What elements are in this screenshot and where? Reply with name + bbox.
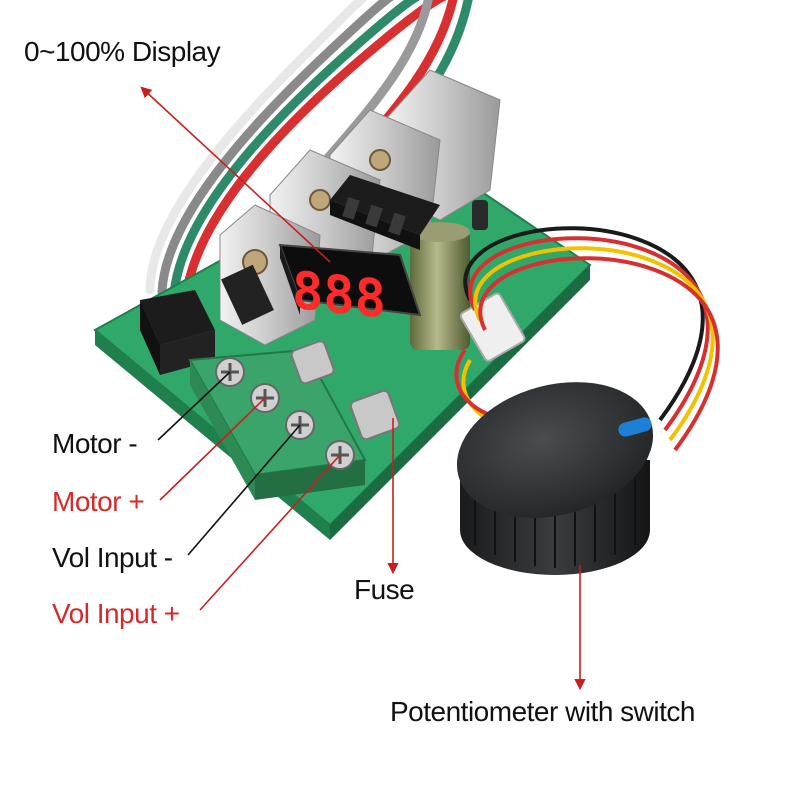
callout-lines — [140, 86, 586, 691]
led-display-digits: 888 — [292, 261, 386, 331]
label-motor-positive: Motor + — [52, 486, 145, 517]
knob-indicator — [618, 417, 652, 437]
label-motor-negative: Motor - — [52, 428, 138, 459]
label-vol-input-negative: Vol Input - — [52, 542, 173, 573]
label-fuse: Fuse — [354, 574, 415, 605]
fuse — [290, 340, 401, 441]
vol-neg-line — [187, 424, 301, 556]
label-display: 0~100% Display — [24, 36, 221, 67]
motor-neg-line — [157, 371, 231, 441]
motor-pos-line — [159, 397, 266, 501]
display-arrow — [140, 86, 331, 263]
potentiometer-knob — [456, 382, 654, 575]
vol-pos-line — [199, 454, 341, 611]
led-display-module: 888 — [278, 243, 422, 331]
terminal-leader-lines — [157, 371, 341, 611]
top-pin-header — [330, 175, 440, 250]
label-potentiometer: Potentiometer with switch — [390, 696, 695, 727]
label-vol-input-positive: Vol Input + — [52, 598, 180, 629]
